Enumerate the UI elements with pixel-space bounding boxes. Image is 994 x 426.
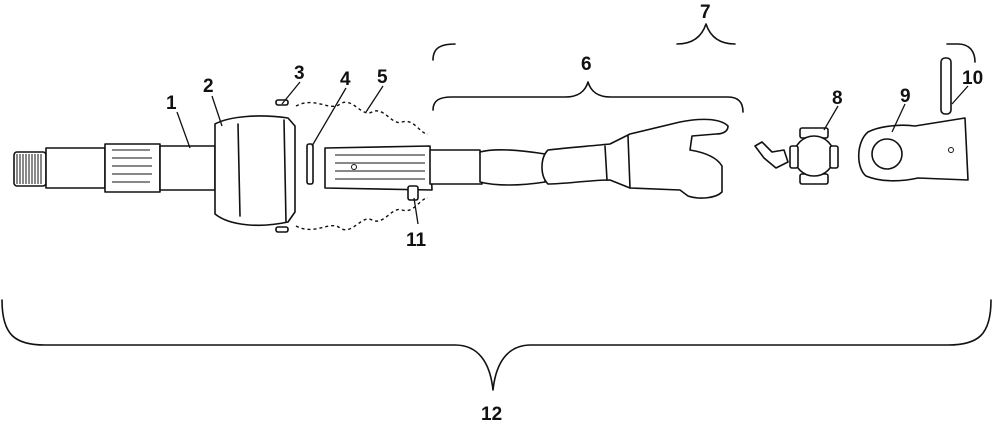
pin-part [940, 57, 952, 115]
grease-fitting-part [407, 185, 419, 201]
sub-assembly-brace-7b [946, 43, 976, 63]
elbow-fitting-part [754, 141, 789, 169]
boot-clamp-part [275, 99, 289, 233]
inner-shaft-part [324, 145, 546, 191]
callout-5: 5 [377, 67, 388, 88]
callout-8: 8 [832, 88, 843, 109]
callout-7: 7 [700, 2, 711, 23]
callout-10: 10 [962, 68, 983, 89]
leader-lines [176, 81, 969, 225]
flange-yoke-part [857, 117, 969, 182]
snap-ring-part [306, 143, 314, 185]
callout-4: 4 [340, 69, 351, 90]
u-joint-cross-part [789, 127, 839, 185]
callout-6: 6 [581, 54, 592, 75]
stub-shaft-part [13, 143, 216, 193]
cv-boot-part [295, 101, 429, 231]
callout-1: 1 [166, 93, 177, 114]
callout-11: 11 [406, 230, 427, 251]
cv-housing-part [214, 115, 296, 227]
callout-12: 12 [481, 404, 502, 425]
callout-9: 9 [900, 86, 911, 107]
callout-3: 3 [294, 63, 305, 84]
sub-assembly-brace-6 [432, 81, 744, 113]
yoke-part [541, 118, 729, 199]
callout-2: 2 [203, 76, 214, 97]
assembly-brace [1, 299, 992, 391]
sub-assembly-brace-7 [432, 23, 736, 61]
